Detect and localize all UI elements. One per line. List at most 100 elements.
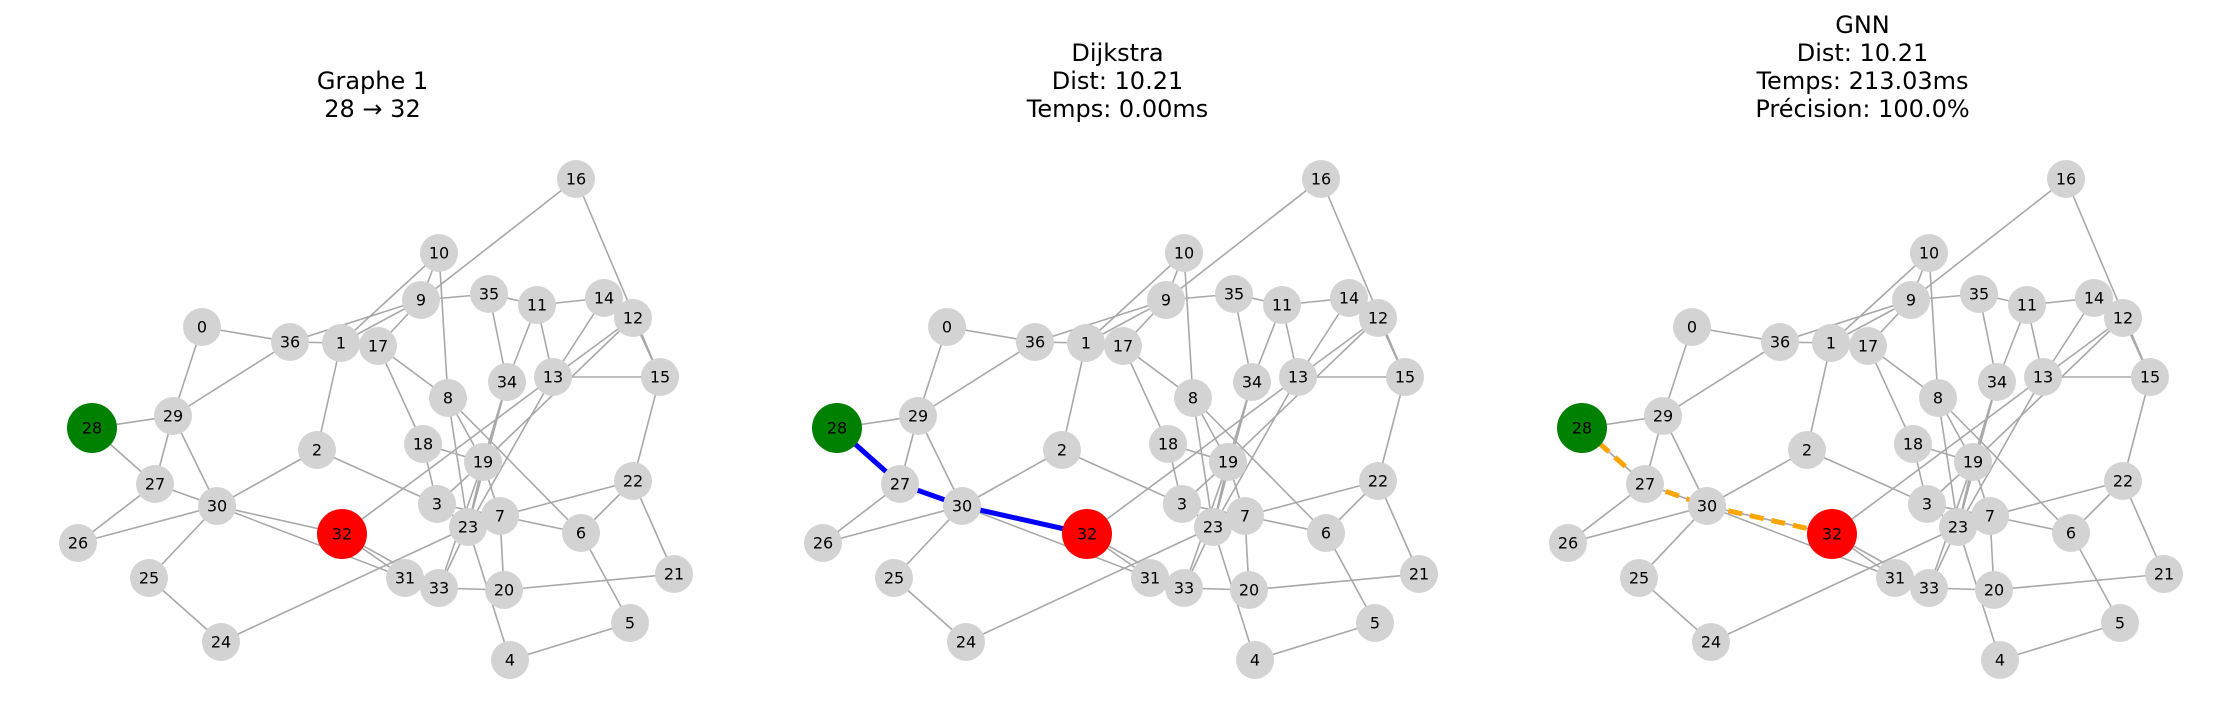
node-21: [1400, 555, 1438, 593]
node-label-3: 3: [1922, 495, 1932, 514]
node-label-32: 32: [332, 525, 352, 544]
node-label-14: 14: [2084, 289, 2104, 308]
node-label-11: 11: [527, 296, 547, 315]
node-label-33: 33: [429, 579, 449, 598]
node-7: [1971, 497, 2009, 535]
edge-13-23: [1212, 376, 1299, 528]
node-label-5: 5: [1370, 614, 1380, 633]
node-label-36: 36: [280, 333, 300, 352]
node-7: [1226, 497, 1264, 535]
node-label-16: 16: [2056, 170, 2076, 189]
node-label-11: 11: [2017, 296, 2037, 315]
node-label-28: 28: [82, 419, 102, 438]
title-line: Précision: 100.0%: [1755, 95, 1970, 123]
edge-2-3: [316, 449, 438, 505]
node-12: [2104, 299, 2142, 337]
edge-16-15: [2065, 178, 2151, 378]
node-31: [1876, 559, 1914, 597]
node-5: [611, 604, 649, 642]
node-label-10: 10: [1174, 244, 1194, 263]
node-0: [183, 308, 221, 346]
node-label-19: 19: [473, 453, 493, 472]
node-2: [1788, 431, 1826, 469]
node-5: [2101, 604, 2139, 642]
node-label-28: 28: [827, 419, 847, 438]
panel-title: Dijkstra Dist: 10.21 Temps: 0.00ms: [745, 39, 1490, 123]
edge-10-8: [1183, 252, 1194, 399]
node-0: [1673, 308, 1711, 346]
node-35: [470, 275, 508, 313]
edge-23-24: [220, 526, 469, 643]
node-24: [202, 623, 240, 661]
panel-gnn: GNN Dist: 10.21 Temps: 213.03ms Précisio…: [1490, 0, 2235, 722]
node-20: [1230, 571, 1268, 609]
node-label-3: 3: [1177, 495, 1187, 514]
node-label-8: 8: [443, 389, 453, 408]
node-13: [2024, 358, 2062, 396]
node-36: [1016, 323, 1054, 361]
node-15: [2131, 358, 2169, 396]
edge-36-9: [1034, 299, 1167, 343]
node-10: [1165, 234, 1203, 272]
title-line: 28 → 32: [324, 95, 421, 123]
title-line: Dist: 10.21: [1051, 67, 1184, 95]
node-20: [1975, 571, 2013, 609]
node-33: [1910, 569, 1948, 607]
edge-26-30: [1567, 505, 1708, 544]
node-32: [317, 509, 367, 559]
node-30: [198, 487, 236, 525]
edge-1-10: [1830, 252, 1930, 344]
node-17: [1849, 327, 1887, 365]
title-line: Dist: 10.21: [1796, 39, 1929, 67]
edge-2-30: [1706, 449, 1808, 507]
node-19: [1954, 443, 1992, 481]
edge-8-23: [1937, 397, 1959, 528]
node-label-4: 4: [505, 651, 515, 670]
node-label-35: 35: [479, 285, 499, 304]
node-27: [1626, 465, 1664, 503]
node-label-36: 36: [1025, 333, 1045, 352]
node-26: [804, 524, 842, 562]
edge-22-7: [1989, 480, 2124, 517]
node-2: [298, 431, 336, 469]
node-label-17: 17: [1858, 337, 1878, 356]
node-33: [1165, 569, 1203, 607]
node-label-21: 21: [2154, 565, 2174, 584]
edge-2-30: [216, 449, 318, 507]
node-31: [386, 559, 424, 597]
node-label-4: 4: [1995, 651, 2005, 670]
node-label-22: 22: [1368, 472, 1388, 491]
edge-13-23: [467, 376, 554, 528]
node-label-8: 8: [1188, 389, 1198, 408]
edge-13-23: [1957, 376, 2044, 528]
node-25: [1620, 559, 1658, 597]
node-label-13: 13: [1288, 368, 1308, 387]
node-label-2: 2: [312, 441, 322, 460]
node-10: [1910, 234, 1948, 272]
node-label-17: 17: [1113, 337, 1133, 356]
node-20: [485, 571, 523, 609]
panel-title: Graphe 1 28 → 32: [0, 67, 745, 123]
node-12: [1359, 299, 1397, 337]
node-1: [1067, 324, 1105, 362]
node-label-9: 9: [416, 291, 426, 310]
node-label-17: 17: [368, 337, 388, 356]
node-15: [641, 358, 679, 396]
node-label-29: 29: [163, 407, 183, 426]
node-label-27: 27: [1635, 475, 1655, 494]
node-11: [518, 286, 556, 324]
node-label-32: 32: [1077, 525, 1097, 544]
node-label-9: 9: [1906, 291, 1916, 310]
node-label-19: 19: [1218, 453, 1238, 472]
node-label-20: 20: [1239, 581, 1259, 600]
node-19: [464, 443, 502, 481]
node-label-35: 35: [1224, 285, 1244, 304]
node-label-10: 10: [1919, 244, 1939, 263]
node-label-1: 1: [336, 334, 346, 353]
node-32: [1062, 509, 1112, 559]
node-32: [1807, 509, 1857, 559]
edge-23-24: [965, 526, 1214, 643]
node-label-34: 34: [497, 373, 517, 392]
node-label-23: 23: [1203, 518, 1223, 537]
